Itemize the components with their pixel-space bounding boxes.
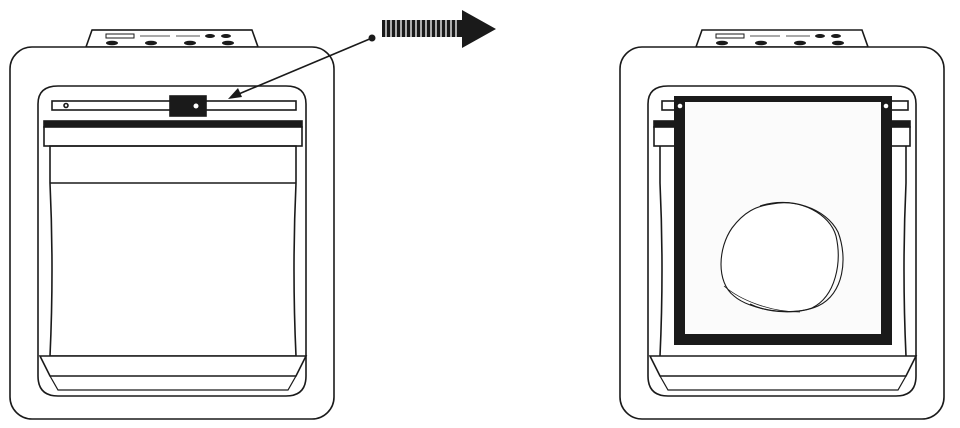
- device-before: [9, 29, 335, 420]
- tray-lip: [38, 355, 308, 377]
- slide-handle[interactable]: [169, 95, 207, 117]
- specimen-shape: [720, 202, 844, 313]
- leader-line: [228, 34, 376, 99]
- control-panel: [84, 29, 260, 48]
- arrow-right-icon: [382, 10, 496, 48]
- housing-inner-after: [647, 85, 917, 397]
- control-panel-after: [694, 29, 870, 48]
- housing-inner: [37, 85, 307, 397]
- carriage-bar: [43, 120, 303, 128]
